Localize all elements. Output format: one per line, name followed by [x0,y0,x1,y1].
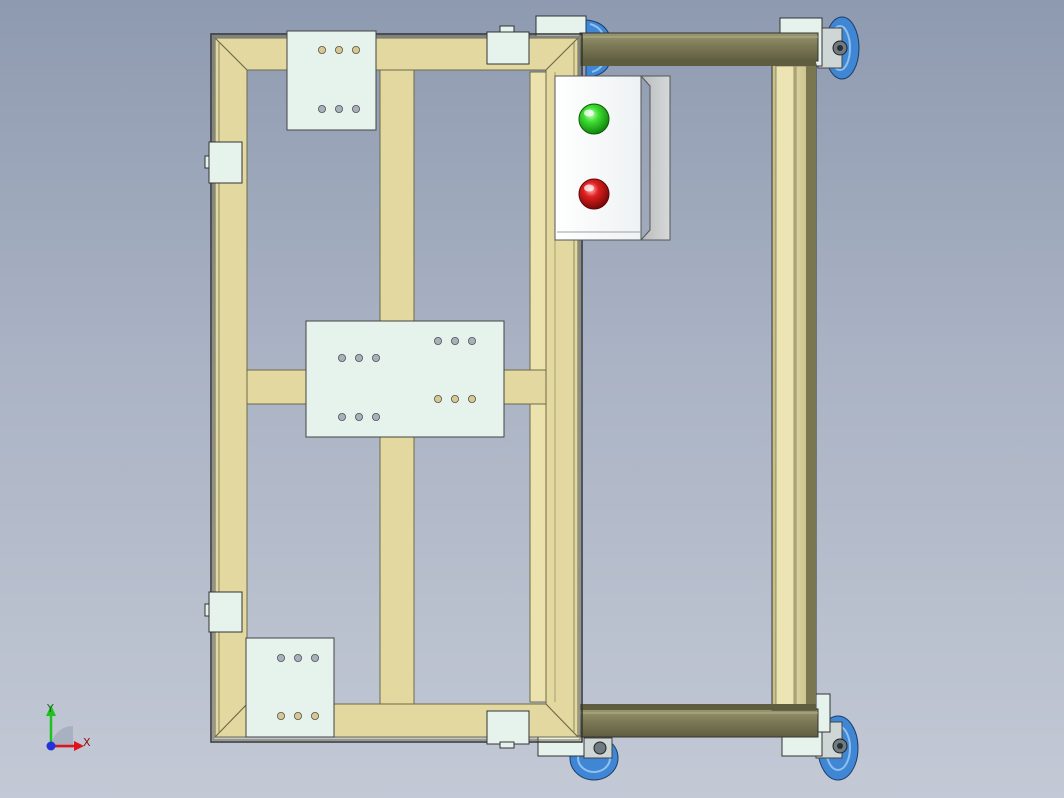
caster-wheel-bottom-right [781,693,859,781]
mounting-plate-top [286,30,377,131]
hinge-block-lower-left [204,591,243,633]
origin-marker [46,741,56,751]
hinge-block-bottom-right [486,710,530,749]
bolt-holes [317,46,360,55]
red-indicator-light[interactable] [578,178,610,210]
handle-frame [579,32,819,738]
mounting-plate-bottom [245,637,335,738]
hinge-block-top-right [486,25,530,65]
control-box [554,75,671,241]
hinge-block-upper-left [204,141,243,184]
coordinate-triad: Y X [46,702,91,751]
green-indicator-light[interactable] [578,103,610,135]
y-axis-label: Y [46,702,54,715]
x-axis-label: X [83,736,91,749]
caster-wheel-bottom-left [537,735,619,781]
mounting-plate-center [305,320,505,438]
